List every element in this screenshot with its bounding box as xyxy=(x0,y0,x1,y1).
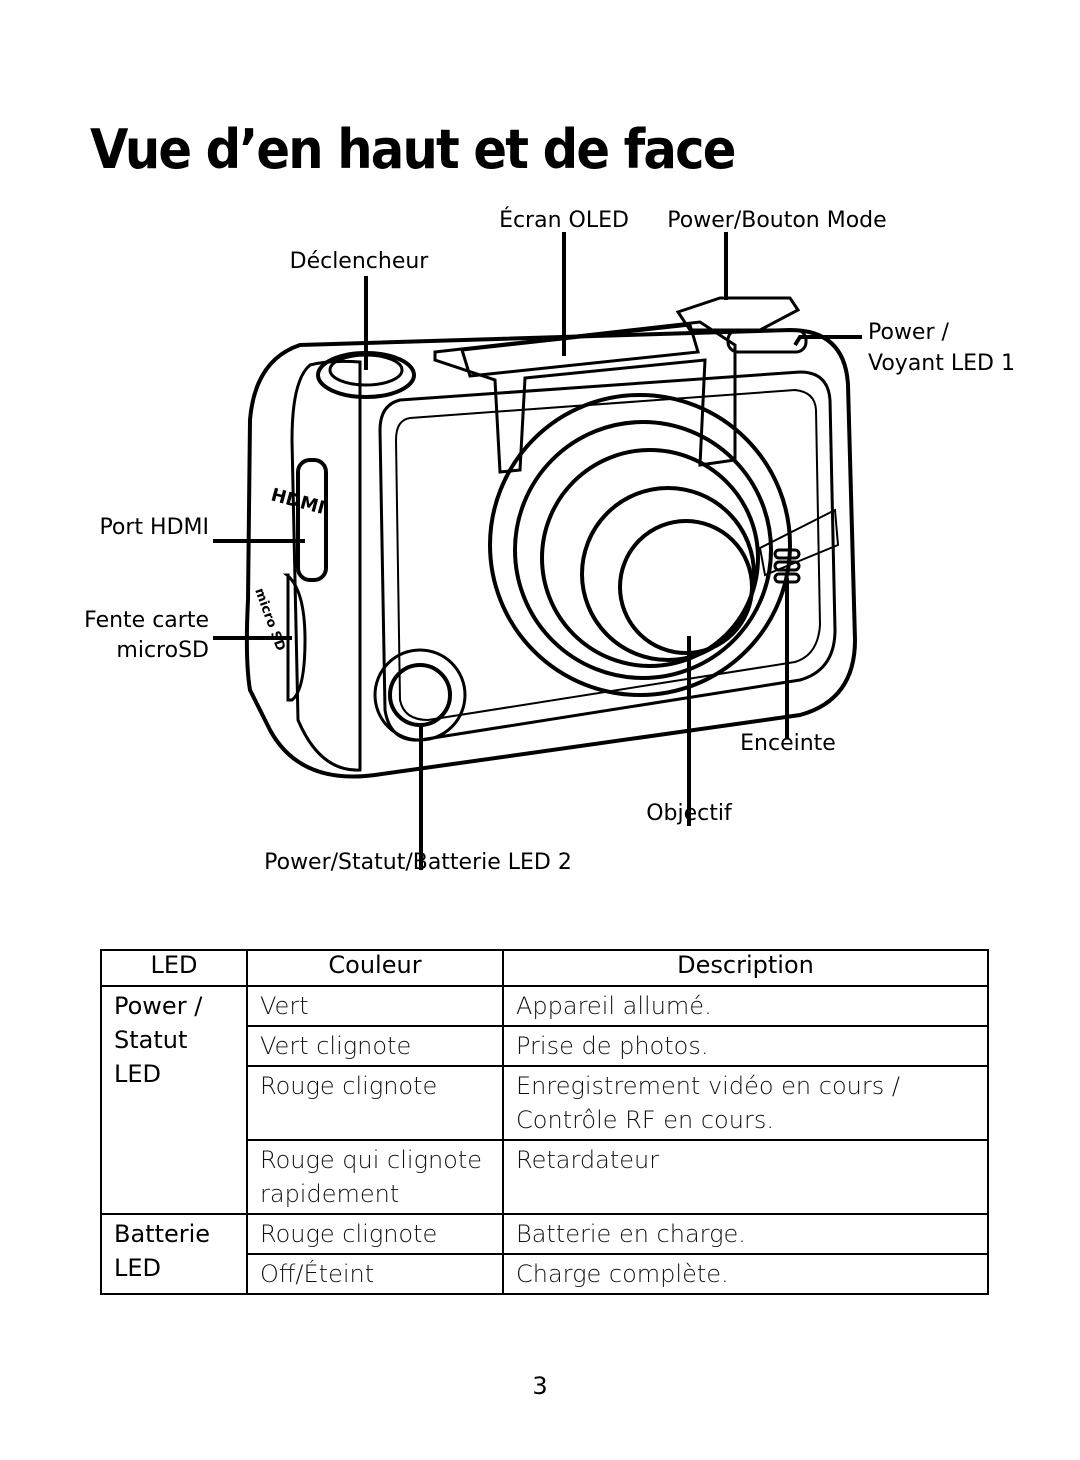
status-led-2 xyxy=(388,663,452,727)
table-header-row: LED Couleur Description xyxy=(100,949,989,987)
header-led: LED xyxy=(100,949,248,987)
power-mode-button xyxy=(675,296,801,332)
microsd-marking: micro SD xyxy=(251,586,288,653)
led-label-line: Statut xyxy=(114,1026,188,1054)
description-cell: Enregistrement vidéo en cours / Contrôle… xyxy=(502,1065,989,1141)
camera-body-outline xyxy=(244,327,858,779)
color-cell: Rouge clignote xyxy=(246,1065,504,1141)
table-row: Off/Éteint Charge complète. xyxy=(101,1253,989,1295)
led-label-line: LED xyxy=(114,1060,162,1088)
led-table-wrapper: LED Couleur Description Power / Statut L… xyxy=(100,949,989,1295)
label-power-led1-line1: Power / xyxy=(868,320,950,345)
label-port-hdmi: Port HDMI xyxy=(99,515,209,540)
page-number: 3 xyxy=(532,1372,548,1400)
leader-lines xyxy=(213,232,862,870)
color-cell: Vert clignote xyxy=(246,1025,504,1067)
led-label-line: Power / xyxy=(114,992,203,1020)
table-row: Vert clignote Prise de photos. xyxy=(101,1025,989,1067)
description-cell: Appareil allumé. xyxy=(502,985,989,1027)
power-led-1 xyxy=(726,328,808,354)
led-cell-batterie: Batterie LED xyxy=(100,1213,248,1295)
camera-front-face xyxy=(378,370,837,742)
lens-ring-4 xyxy=(580,486,756,662)
lens-ring-3 xyxy=(540,448,760,668)
hdmi-port xyxy=(296,458,328,582)
lens-ring-2 xyxy=(513,420,773,680)
led-label-line: Batterie xyxy=(114,1220,211,1248)
led-status-table: LED Couleur Description Power / Statut L… xyxy=(100,949,989,1295)
color-cell: Rouge qui clignote rapidement xyxy=(246,1139,504,1215)
oled-screen xyxy=(460,323,700,378)
header-description: Description xyxy=(502,949,989,987)
label-power-mode-button: Power/Bouton Mode xyxy=(667,208,886,233)
color-cell: Rouge clignote xyxy=(246,1213,504,1255)
label-enceinte: Enceinte xyxy=(740,731,836,756)
label-microsd-line1: Fente carte xyxy=(84,608,209,633)
description-cell: Charge complète. xyxy=(502,1253,989,1295)
camera-front-inner xyxy=(394,388,822,722)
label-power-led1-line2: Voyant LED 1 xyxy=(868,351,1015,376)
lens-outer-ring xyxy=(488,393,792,697)
lens-glass xyxy=(618,519,754,655)
label-objectif: Objectif xyxy=(646,801,733,826)
page-title: Vue d’en haut et de face xyxy=(90,118,736,181)
label-ecran-oled: Écran OLED xyxy=(499,207,629,233)
color-cell: Vert xyxy=(246,985,504,1027)
camera-diagram: HDMI micro SD Écran OLED Power/Bouton Mo… xyxy=(84,207,1015,875)
description-cell: Prise de photos. xyxy=(502,1025,989,1067)
speaker-grille xyxy=(773,548,801,584)
table-row: Power / Statut LED Vert Appareil allumé. xyxy=(100,985,989,1215)
led-label-line: LED xyxy=(114,1254,162,1282)
label-microsd-line2: microSD xyxy=(116,638,209,663)
microsd-slot xyxy=(282,573,307,702)
table-row: Rouge clignote Enregistrement vidéo en c… xyxy=(101,1065,989,1141)
table-row: Rouge qui clignote rapidement Retardateu… xyxy=(101,1139,989,1215)
led-cell-power-statut: Power / Statut LED xyxy=(100,985,248,1215)
color-cell: Off/Éteint xyxy=(246,1253,504,1295)
speaker-panel xyxy=(758,508,840,577)
table-row: Batterie LED Rouge clignote Batterie en … xyxy=(100,1213,989,1295)
description-cell: Batterie en charge. xyxy=(502,1213,989,1255)
header-couleur: Couleur xyxy=(246,949,504,987)
label-status-led2: Power/Statut/Batterie LED 2 xyxy=(264,850,572,875)
description-cell: Retardateur xyxy=(502,1139,989,1215)
label-declencheur: Déclencheur xyxy=(290,249,430,274)
